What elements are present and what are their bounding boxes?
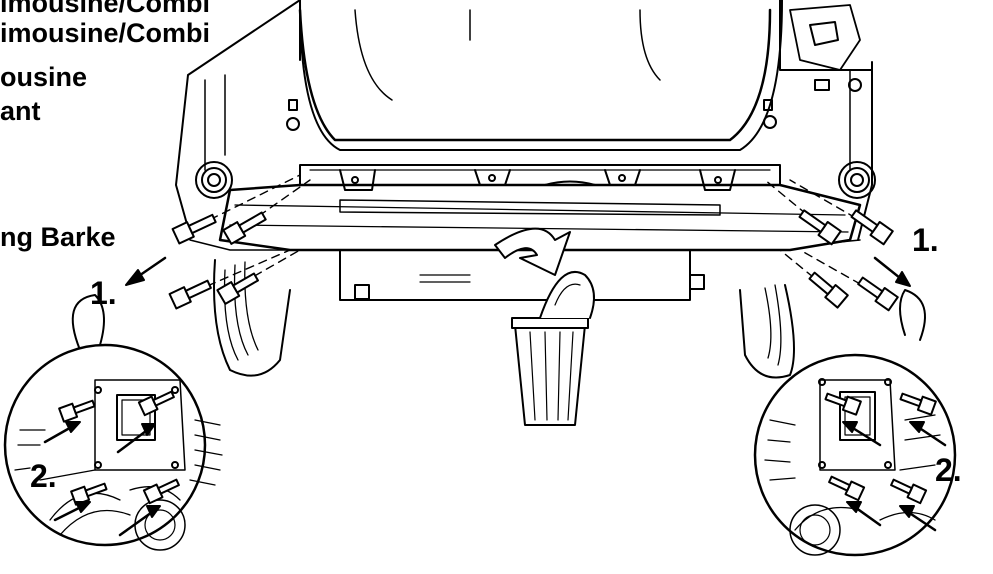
bumper-crossmember xyxy=(218,164,862,252)
right-rear-wheel xyxy=(739,284,795,379)
header-line-1: imousine/Combi xyxy=(0,0,211,18)
step1-label-left: 1. xyxy=(90,275,117,311)
detail-callout-right xyxy=(753,289,957,557)
step1-label-right: 1. xyxy=(912,222,939,258)
discard-arrow xyxy=(494,227,571,276)
right-reflector xyxy=(838,161,876,199)
bolt xyxy=(168,209,899,312)
header-line-2: imousine/Combi xyxy=(0,18,211,48)
trash-bin-icon xyxy=(511,270,595,426)
step2-label-right: 2. xyxy=(935,452,962,488)
header-line-4: ant xyxy=(0,96,41,126)
step2-label-left: 2. xyxy=(30,458,57,494)
vehicle-rear-body xyxy=(175,0,873,301)
detail-callout-left xyxy=(3,294,223,551)
left-rear-wheel xyxy=(213,259,291,377)
step1-arrow-right xyxy=(873,256,911,287)
left-reflector xyxy=(195,161,233,199)
header-line-3: ousine xyxy=(0,62,88,92)
side-label: ng Barke xyxy=(0,222,116,252)
step1-arrow-left xyxy=(125,256,167,286)
